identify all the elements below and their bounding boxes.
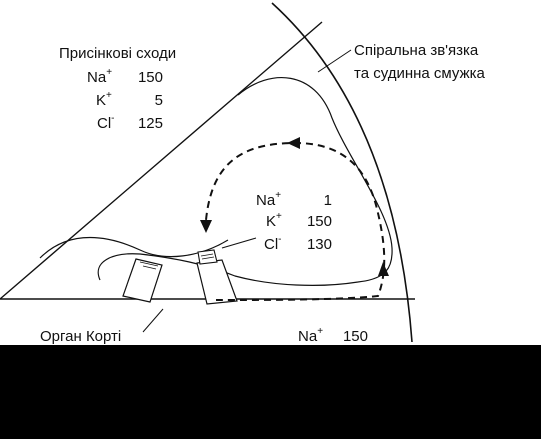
outer-hair-cell bbox=[196, 249, 238, 305]
ion-na-value: 150 bbox=[343, 328, 368, 345]
organ-leader-line bbox=[142, 308, 164, 333]
ion-cl-value: 130 bbox=[307, 236, 332, 253]
scala-media-ions: Na+ 1 K+ 150 Cl- 130 bbox=[256, 190, 332, 253]
ion-k: K+ bbox=[96, 90, 112, 109]
reissner-membrane bbox=[0, 21, 323, 300]
flow-arrow-down bbox=[200, 220, 212, 233]
organ-of-corti-label: Орган Корті bbox=[40, 328, 121, 345]
ion-na-value: 1 bbox=[324, 192, 332, 209]
ion-na: Na+ bbox=[256, 190, 281, 209]
inner-hair-cell bbox=[122, 258, 163, 303]
ion-cl: Cl- bbox=[97, 113, 115, 132]
ion-k-value: 5 bbox=[155, 92, 163, 109]
ion-cl-value: 125 bbox=[138, 115, 163, 132]
ion-na-value: 150 bbox=[138, 69, 163, 86]
ion-k-value: 150 bbox=[307, 213, 332, 230]
scala-vestibuli-label: Присінкові сходи bbox=[59, 45, 176, 62]
ion-cl: Cl- bbox=[264, 234, 282, 253]
cochlear-outer-wall bbox=[271, 2, 413, 343]
scala-vestibuli-ions: Na+ 150 K+ 5 Cl- 125 bbox=[87, 67, 163, 132]
scala-media-leader-line bbox=[221, 237, 257, 249]
ion-na: Na+ bbox=[298, 326, 323, 345]
ion-na: Na+ bbox=[87, 67, 112, 86]
spiral-ligament-outline bbox=[237, 76, 393, 283]
potassium-flow-path bbox=[205, 141, 386, 301]
black-band bbox=[0, 345, 541, 439]
ion-k: K+ bbox=[266, 211, 282, 230]
stria-vascularis-label-line2: та судинна смужка bbox=[354, 65, 485, 82]
stria-leader-line bbox=[317, 49, 352, 73]
flow-arrow-up bbox=[378, 262, 389, 276]
stria-vascularis-label-line1: Спіральна зв'язка bbox=[354, 42, 479, 59]
flow-arrow-left bbox=[287, 137, 300, 149]
scala-tympani-ions: Na+ 150 bbox=[298, 326, 368, 345]
